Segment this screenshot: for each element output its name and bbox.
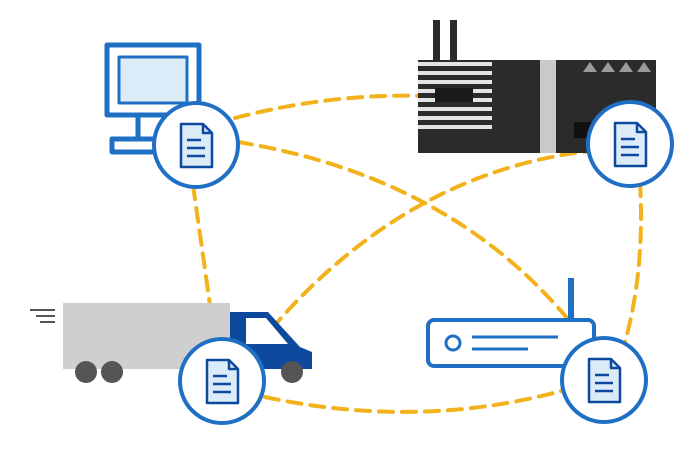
gateway-antenna <box>433 20 440 62</box>
delivery-truck-icon <box>30 303 312 383</box>
link-gateway-truck <box>256 148 600 347</box>
gateway-antenna <box>450 20 457 62</box>
document-badge <box>586 100 674 188</box>
truck-wheels <box>75 361 303 383</box>
wireless-router-icon <box>426 278 596 368</box>
router-antenna <box>568 278 574 320</box>
link-gateway-router <box>623 180 643 344</box>
document-badge <box>560 336 648 424</box>
document-icon <box>205 358 240 405</box>
document-icon <box>179 122 214 169</box>
truck-window <box>246 318 288 344</box>
document-icon <box>587 357 622 404</box>
document-badge <box>152 101 240 189</box>
link-computer-router <box>236 140 594 352</box>
document-icon <box>613 121 648 168</box>
link-truck-router <box>263 388 567 414</box>
link-computer-gateway <box>233 93 598 127</box>
document-badge <box>178 337 266 425</box>
speed-lines <box>30 309 55 323</box>
